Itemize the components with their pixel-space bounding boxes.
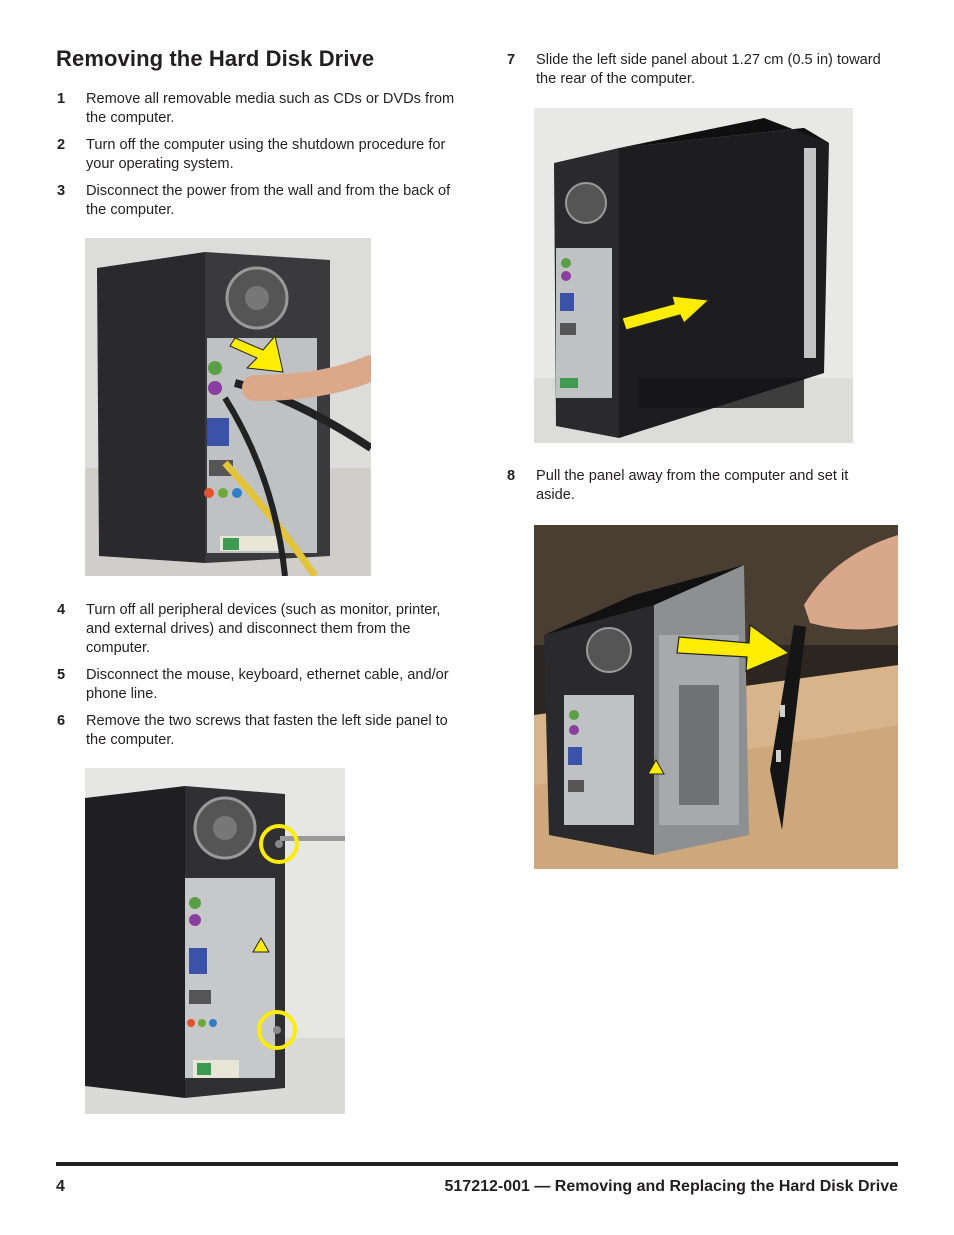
steps-list-7: 7 Slide the left side panel about 1.27 cm… [507,51,887,97]
step-4: 4 Turn off all peripheral devices (such a… [57,601,457,658]
step-number: 5 [57,667,66,683]
step-number: 6 [57,713,66,729]
photo-slide-panel [534,108,853,443]
page-number: 4 [56,1178,65,1195]
step-3: 3 Disconnect the power from the wall and … [57,182,457,220]
page-title: Removing the Hard Disk Drive [56,46,375,71]
step-text: Pull the panel away from the computer an… [536,468,849,503]
step-number: 2 [57,137,66,153]
photo-disconnect-power [85,238,371,576]
footer-rule [56,1162,898,1166]
step-7: 7 Slide the left side panel about 1.27 cm… [507,51,887,89]
photo-remove-screws [85,768,345,1114]
step-text: Remove all removable media such as CDs o… [86,91,455,126]
step-text: Turn off all peripheral devices (such as… [86,602,441,656]
steps-list-8: 8 Pull the panel away from the computer a… [507,467,887,513]
step-1: 1 Remove all removable media such as CDs … [57,90,457,128]
step-text: Disconnect the power from the wall and f… [86,183,451,218]
step-number: 8 [507,468,516,484]
step-text: Turn off the computer using the shutdown… [86,137,446,172]
step-8: 8 Pull the panel away from the computer a… [507,467,887,505]
step-number: 1 [57,91,66,107]
steps-list-1-3: 1 Remove all removable media such as CDs … [57,90,457,228]
step-text: Disconnect the mouse, keyboard, ethernet… [86,667,449,702]
photo-pull-panel [534,525,898,869]
step-5: 5 Disconnect the mouse, keyboard, etherne… [57,666,457,704]
step-number: 7 [507,52,516,68]
footer-doc-title: 517212-001 — Removing and Replacing the … [444,1178,899,1195]
step-2: 2 Turn off the computer using the shutdow… [57,136,457,174]
step-number: 4 [57,602,66,618]
step-number: 3 [57,183,66,199]
step-6: 6 Remove the two screws that fasten the l… [57,712,457,750]
step-text: Remove the two screws that fasten the le… [86,713,448,748]
steps-list-4-6: 4 Turn off all peripheral devices (such a… [57,601,457,758]
step-text: Slide the left side panel about 1.27 cm … [536,52,881,87]
